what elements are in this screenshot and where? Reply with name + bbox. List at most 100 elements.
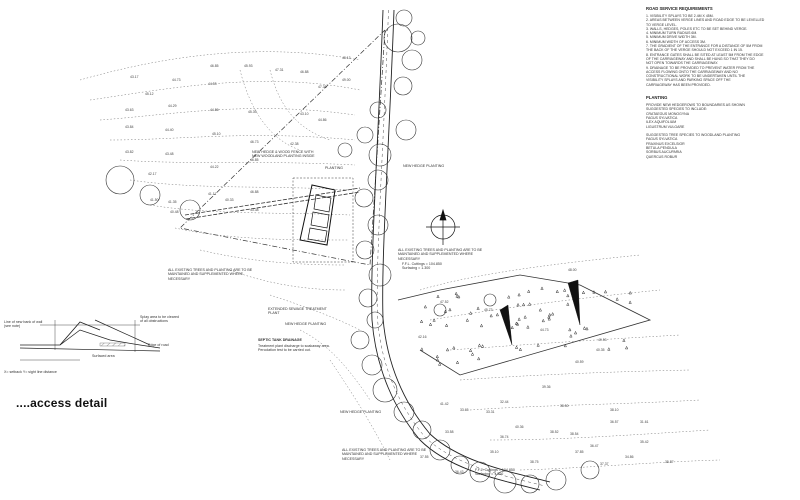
spot-level: 34.86 (625, 455, 634, 459)
road-note-item: NOT OPEN TOWARDS THE CARRIAGEWAY. (646, 61, 719, 66)
road-note-item: 6. MINIMUM WIDTH OF ACCESS 3M. (646, 39, 706, 44)
note-existing-trees-2: ALL EXISTING TREES AND PLANTING ARE TO B… (168, 268, 253, 281)
woodland-tree (566, 293, 570, 298)
woodland-tree (547, 316, 551, 321)
planting-note-item: SORBUS AUCUPARIA (646, 150, 682, 155)
spot-level: 43.48 (165, 152, 174, 156)
woodland-tree (628, 300, 632, 304)
tree-canopy (367, 169, 389, 191)
road-note-item: 2. AREAS BETWEEN VERGE LINES AND ROAD ED… (646, 18, 765, 23)
spot-level: 43.38 (250, 208, 259, 212)
woodland-tree (468, 348, 473, 352)
spot-level: 49.00 (342, 78, 351, 82)
road-note-item: THE BACK OF THE VERGE SHOULD NOT EXCEED … (646, 48, 743, 53)
planting-note-item: FRAXINUS EXCELSIOR (646, 141, 685, 146)
planting-notes-list: PROVIDE NEW HEDGEROWS TO BOUNDARIES AS S… (646, 103, 796, 159)
tree-canopies (105, 9, 600, 494)
tree-canopy (372, 377, 398, 403)
woodland-tree (585, 326, 589, 331)
tree-canopy (393, 76, 413, 96)
road-note-item: VISIBILITY SPLAYS AND PARKING SPACE OFF … (646, 78, 731, 83)
woodland-tree (515, 322, 520, 326)
woodland-tree (420, 347, 424, 351)
woodland-tree (527, 289, 531, 293)
planting-note-item: QUERCUS ROBUR (646, 154, 678, 159)
tree-canopy (410, 30, 426, 46)
note-hedge-planting-3: NEW HEDGE PLANTING (340, 410, 382, 414)
woodland-tree (477, 356, 481, 361)
woodland-tree (452, 345, 456, 350)
road-note-item: 1. VISIBILITY SPLAYS TO BE 2.4M X 45M. (646, 14, 714, 18)
woodland-tree (432, 318, 436, 322)
spot-level: 38.52 (550, 430, 559, 434)
tree-canopy (368, 143, 392, 167)
spot-level: 37.37 (600, 462, 609, 466)
road-note-item: 9. DRAINAGE TO BE PROVIDED TO PREVENT WA… (646, 65, 755, 70)
spot-level: 38.10 (610, 408, 619, 412)
woodland-tree (568, 327, 572, 332)
house-footprint (292, 177, 354, 263)
spot-level: 46.88 (300, 70, 309, 74)
woodland-tree (573, 330, 578, 335)
road-notes-list: 1. VISIBILITY SPLAYS TO BE 2.4M X 45M.2.… (646, 14, 796, 87)
tree-canopy (483, 293, 497, 307)
planting-note-item: SUGGESTED SPECIES TO INCLUDE: (646, 107, 708, 112)
road-note-item: ACCESS FLOWING ONTO THE CARRIAGEWAY AND … (646, 69, 738, 74)
woodland-tree (514, 345, 519, 349)
road-note-item: CONSTRUCTIONAL WORK TO BE UNDERTAKEN UNT… (646, 74, 746, 79)
detail-label-splay: Splay area to be cleared of all obstruct… (140, 315, 179, 324)
contour-lines (79, 51, 721, 471)
spot-level: 48.00 (568, 268, 577, 272)
spot-level: 43.82 (125, 150, 134, 154)
spot-level: 47.52 (440, 300, 449, 304)
woodland-tree (445, 347, 450, 352)
woodland-tree (476, 306, 480, 310)
tree-canopy (450, 455, 470, 475)
woodland-tree (526, 325, 530, 329)
woodland-planting-symbols (419, 286, 632, 366)
woodland-tree (548, 312, 552, 317)
spot-level: 44.73 (540, 328, 549, 332)
woodland-tree (477, 343, 482, 347)
spot-level: 36.43 (455, 470, 464, 474)
woodland-tree (435, 354, 439, 358)
woodland-tree (607, 347, 611, 351)
note-planting: PLANTING (325, 166, 343, 170)
planting-note-item: FAGUS SYLVATICA (646, 137, 678, 142)
road-note-item: CARRIAGEWAY HAS BEEN PROVIDED. (646, 82, 711, 87)
tree-canopy (412, 420, 432, 440)
woodland-tree (517, 292, 521, 297)
woodland-tree (489, 313, 493, 318)
spot-level: 42.16 (418, 335, 427, 339)
septic-heading: SEPTIC TANK DRAINAGE (258, 338, 302, 342)
spot-level: 44.29 (168, 104, 177, 108)
spot-level: 38.54 (570, 432, 579, 436)
woodland-tree (444, 323, 449, 327)
road-note-item: 8. ENTRANCE GATES SHALL BE SITED AT LEAS… (646, 52, 764, 57)
spot-level: 45.12 (145, 92, 154, 96)
spot-level: 35.42 (640, 440, 649, 444)
woodland-tree (566, 302, 570, 306)
tree-canopy (354, 188, 374, 208)
field-boundary (184, 187, 652, 376)
woodland-tree (436, 294, 440, 298)
detail-label-surface: Surfaced area (92, 354, 115, 358)
woodland-tree (479, 323, 484, 328)
spot-level: 36.57 (610, 420, 619, 424)
tree-canopy (350, 330, 370, 350)
woodland-tree (470, 352, 475, 356)
spot-level: 44.86 (210, 108, 219, 112)
note-existing-trees-3: ALL EXISTING TREES AND PLANTING ARE TO B… (342, 448, 427, 461)
spot-level: 40.36 (515, 425, 524, 429)
spot-level: 44.53 (208, 82, 217, 86)
spot-level: 37.55 (420, 455, 429, 459)
spot-level: 42.38 (290, 142, 299, 146)
tree-canopy (355, 240, 375, 260)
woodland-tree (507, 294, 511, 299)
spot-level: 33.31 (486, 410, 495, 414)
planting-note-item: SUGGESTED TREE SPECIES TO WOODLAND PLANT… (646, 133, 741, 138)
spot-level: 46.85 (250, 158, 259, 162)
spot-level: 46.88 (250, 190, 259, 194)
septic-text: Treatment plant discharge to soakaway ar… (258, 344, 330, 353)
woodland-tree (603, 289, 608, 294)
